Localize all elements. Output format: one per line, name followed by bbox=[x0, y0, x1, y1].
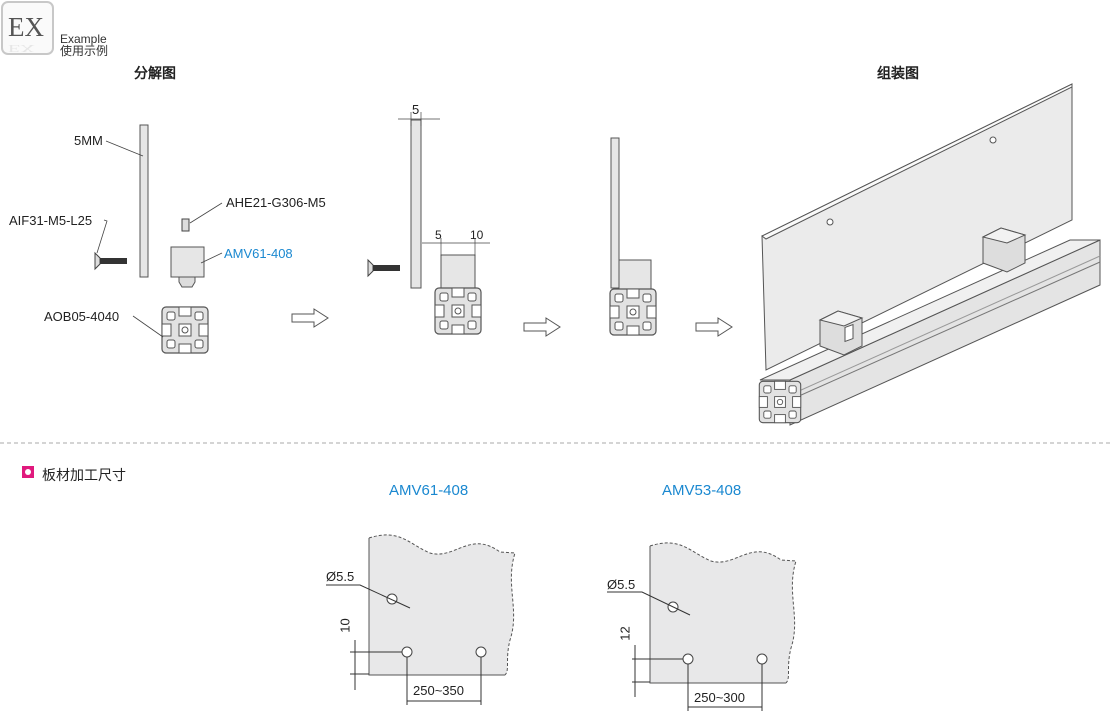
assembled-view-title: 组装图 bbox=[877, 65, 919, 81]
step-arrow-icon bbox=[523, 317, 561, 337]
assembled-view bbox=[758, 83, 1101, 426]
profile-part bbox=[161, 306, 209, 354]
dim-plate-thickness: 5 bbox=[412, 102, 420, 117]
example-label-en: Example bbox=[60, 32, 107, 46]
section-title: 板材加工尺寸 bbox=[42, 467, 126, 483]
dim-right: 10 bbox=[470, 228, 484, 242]
panel-2-hole-dim: Ø5.5 bbox=[607, 577, 636, 592]
bracket-part bbox=[170, 246, 205, 288]
panel-2-spacing-dim: 250~300 bbox=[694, 690, 745, 705]
plate-part bbox=[139, 124, 149, 278]
panel-1-drawing bbox=[326, 534, 516, 705]
panel-1-hole-dim: Ø5.5 bbox=[326, 569, 355, 584]
panel-1-spacing-dim: 250~350 bbox=[413, 683, 464, 698]
example-label-cn: 使用示例 bbox=[60, 44, 109, 58]
label-bracket: AMV61-408 bbox=[224, 246, 293, 261]
screw-part bbox=[94, 252, 128, 270]
section-bullet-icon bbox=[22, 466, 34, 478]
label-nut: AHE21-G306-M5 bbox=[226, 195, 326, 210]
example-badge bbox=[1, 1, 54, 55]
step-arrow-icon bbox=[291, 308, 329, 328]
exploded-view-title: 分解图 bbox=[134, 65, 176, 81]
nut-part bbox=[181, 218, 190, 232]
panel-2-drawing bbox=[607, 542, 797, 711]
example-badge-text: EX bbox=[8, 12, 44, 42]
panel-1-title: AMV61-408 bbox=[389, 482, 469, 499]
dim-left: 5 bbox=[435, 228, 442, 242]
label-screw: AIF31-M5-L25 bbox=[9, 213, 93, 228]
label-profile: AOB05-4040 bbox=[44, 309, 120, 324]
step-arrow-icon bbox=[695, 317, 733, 337]
panel-2-title: AMV53-408 bbox=[662, 482, 742, 499]
label-plate: 5MM bbox=[74, 133, 103, 148]
